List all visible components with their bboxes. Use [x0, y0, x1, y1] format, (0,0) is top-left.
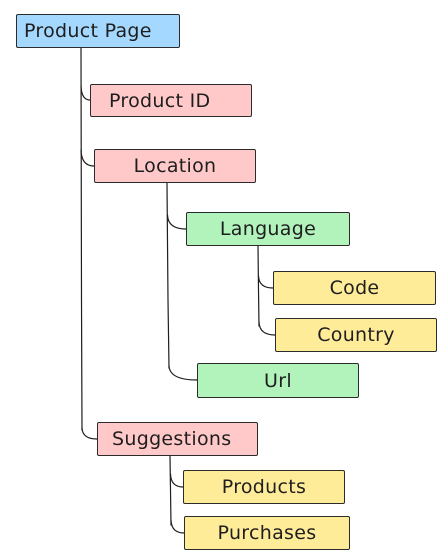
node-suggestions: Suggestions [97, 422, 258, 456]
node-product-id: Product ID [90, 84, 252, 117]
node-label: Suggestions [112, 428, 232, 450]
node-label: Url [264, 369, 292, 392]
node-label: Code [329, 277, 380, 299]
node-label: Purchases [217, 522, 317, 544]
edge-root-to-location [80, 149, 95, 167]
edge-root-trunk [80, 47, 83, 431]
node-label: Country [317, 324, 395, 346]
node-label: Products [221, 476, 307, 498]
edge-suggestions-trunk [169, 455, 172, 526]
edge-root-to-product-id [80, 85, 91, 101]
edge-language-to-code [257, 275, 274, 289]
node-label: Location [133, 155, 217, 177]
node-label: Language [219, 218, 317, 240]
node-product-page: Product Page [16, 14, 180, 48]
edge-suggestions-to-products [169, 473, 184, 488]
edge-language-trunk [257, 245, 260, 327]
node-purchases: Purchases [184, 516, 350, 550]
edge-location-trunk [166, 182, 170, 369]
node-code: Code [273, 271, 436, 305]
edge-location-to-url [168, 365, 198, 381]
edge-suggestions-to-purchases [170, 519, 185, 534]
node-products: Products [183, 470, 345, 504]
node-location: Location [94, 149, 256, 183]
edge-location-to-language [166, 214, 187, 230]
edge-root-to-suggestions [81, 427, 98, 440]
edge-language-to-country [258, 321, 276, 336]
node-language: Language [186, 212, 350, 246]
node-label: Product ID [109, 89, 211, 112]
node-url: Url [197, 363, 359, 398]
node-label: Product Page [24, 20, 152, 42]
node-country: Country [275, 318, 437, 352]
